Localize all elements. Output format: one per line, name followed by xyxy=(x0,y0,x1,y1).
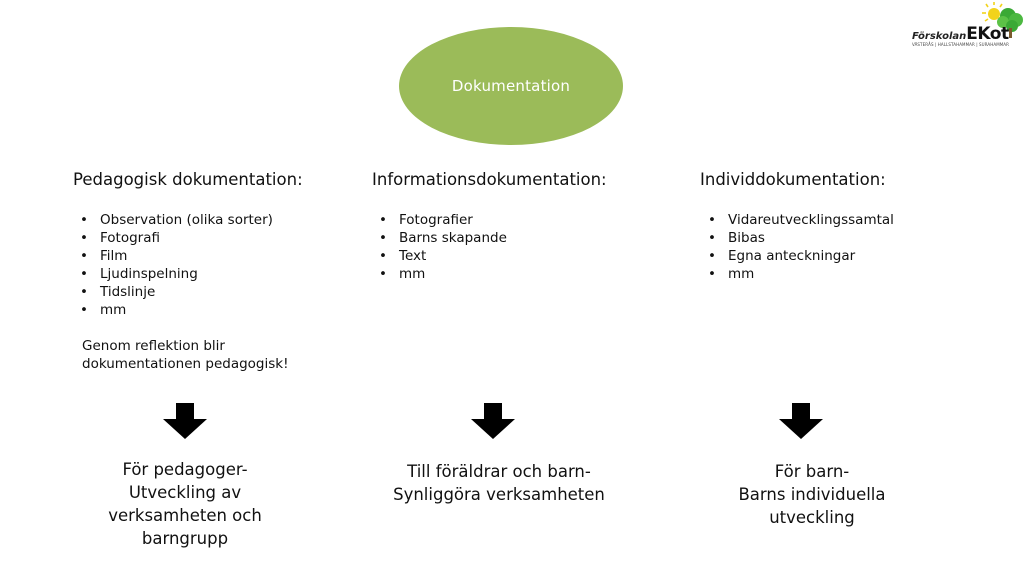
column-heading: Pedagogisk dokumentation: xyxy=(73,170,303,189)
logo-tagline: VÄSTERÅS | HALLSTAHAMMAR | SURAHAMMAR xyxy=(912,42,1010,47)
result-line: För pedagoger- xyxy=(122,460,248,479)
bullet-list: Observation (olika sorter) Fotografi Fil… xyxy=(75,211,322,319)
column-information: Informationsdokumentation: Fotografier B… xyxy=(372,170,607,283)
down-arrow-icon xyxy=(471,403,515,439)
down-arrow-icon xyxy=(163,403,207,439)
list-item: Ljudinspelning xyxy=(75,265,322,283)
bullet-list: Vidareutvecklingssamtal Bibas Egna antec… xyxy=(703,211,894,283)
result-line: verksamheten och xyxy=(108,506,262,525)
result-line: För barn- xyxy=(774,462,850,481)
result-line: Utveckling av xyxy=(128,483,242,502)
reflection-note: Genom reflektion blir dokumentationen pe… xyxy=(82,338,289,372)
result-individ: För barn- Barns individuella utveckling xyxy=(712,460,912,529)
list-item: Egna anteckningar xyxy=(703,247,894,265)
column-heading: Informationsdokumentation: xyxy=(372,170,607,189)
column-pedagogisk: Pedagogisk dokumentation: Observation (o… xyxy=(73,170,322,373)
sun-tree-icon xyxy=(982,2,1023,38)
list-item: Bibas xyxy=(703,229,894,247)
bullet-list: Fotografier Barns skapande Text mm xyxy=(374,211,607,283)
list-item: Vidareutvecklingssamtal xyxy=(703,211,894,229)
result-line: Synliggöra verksamheten xyxy=(393,485,605,504)
list-item: Film xyxy=(75,247,322,265)
result-line: Barns individuella xyxy=(738,485,886,504)
center-node-label: Dokumentation xyxy=(451,77,571,95)
result-line: Till föräldrar och barn- xyxy=(407,462,591,481)
column-individ: Individdokumentation: Vidareutvecklingss… xyxy=(700,170,894,283)
list-item: mm xyxy=(75,301,322,319)
result-line: utveckling xyxy=(769,508,855,527)
result-pedagogisk: För pedagoger- Utveckling av verksamhete… xyxy=(85,458,285,550)
list-item: Text xyxy=(374,247,607,265)
logo-name-big: EKot xyxy=(966,24,1009,44)
list-item: Fotografier xyxy=(374,211,607,229)
list-item: Observation (olika sorter) xyxy=(75,211,322,229)
list-item: Barns skapande xyxy=(374,229,607,247)
logo-wordmark: FörskolanEKot xyxy=(912,24,1009,44)
result-information: Till föräldrar och barn- Synliggöra verk… xyxy=(368,460,630,506)
logo: FörskolanEKot VÄSTERÅS | HALLSTAHAMMAR |… xyxy=(908,2,1024,52)
down-arrow-icon xyxy=(779,403,823,439)
list-item: Tidslinje xyxy=(75,283,322,301)
result-line: barngrupp xyxy=(141,529,229,548)
center-node: Dokumentation xyxy=(399,27,623,145)
list-item: Fotografi xyxy=(75,229,322,247)
column-heading: Individdokumentation: xyxy=(700,170,886,189)
list-item: mm xyxy=(703,265,894,283)
list-item: mm xyxy=(374,265,607,283)
logo-name-small: Förskolan xyxy=(912,31,967,42)
